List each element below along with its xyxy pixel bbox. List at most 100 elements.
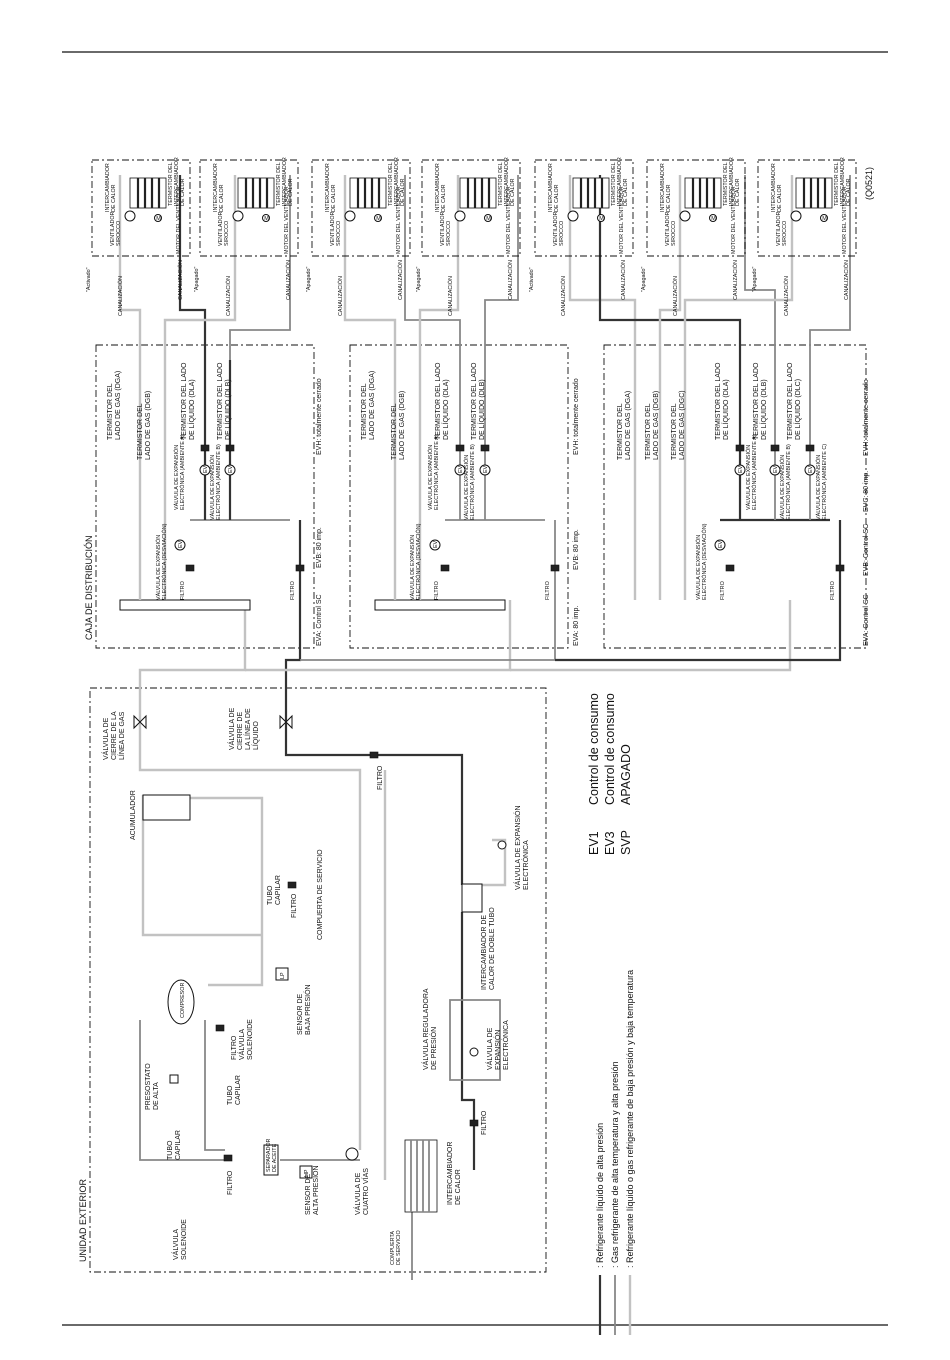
svg-text:LADO DE GAS (DGB): LADO DE GAS (DGB): [653, 391, 660, 460]
svg-text:SENSOR DE: SENSOR DE: [305, 1173, 312, 1215]
svg-text:EV: EV: [483, 465, 489, 473]
svg-text:SEPARADOR: SEPARADOR: [266, 1138, 272, 1172]
svg-text:ALTA PRESIÓN: ALTA PRESIÓN: [311, 1165, 320, 1215]
svg-text:DE LÍQUIDO (DLA): DE LÍQUIDO (DLA): [441, 379, 450, 440]
svg-text:TERMISTOR DEL: TERMISTOR DEL: [671, 403, 678, 460]
svg-text:VÁLVULA: VÁLVULA: [171, 1229, 180, 1260]
filter-oil-return: [223, 1154, 233, 1162]
svg-text:VÁLVULA DE EXPANSIÓN: VÁLVULA DE EXPANSIÓN: [155, 535, 162, 600]
svg-text:LADO DE GAS (DGB): LADO DE GAS (DGB): [399, 391, 406, 460]
svg-text:DE LÍQUIDO (DLB): DE LÍQUIDO (DLB): [223, 379, 232, 440]
exchanger-label: INTERCAMBIADOR: [325, 163, 331, 212]
coil-thermistor-label: INTERCAMBIADOR: [282, 157, 288, 206]
coil-thermistor-label: TERMISTOR DEL: [168, 162, 174, 206]
svg-text:LADO DE GAS (DGA): LADO DE GAS (DGA): [115, 371, 122, 440]
svg-text:LADO DE GAS (DGC): LADO DE GAS (DGC): [679, 390, 686, 460]
svg-text:LÍQUIDO: LÍQUIDO: [251, 721, 260, 750]
indoor-unit-boundary: [646, 159, 746, 257]
indoor-state: "Apagado": [306, 267, 312, 292]
box2-status-2: EVB: 80 imp.: [573, 529, 580, 570]
fan-motor-label: MOTOR DEL VENTILADOR: [284, 186, 290, 254]
svg-text:FILTRO: FILTRO: [180, 581, 186, 600]
piping-label: CANALIZACIÓN: [507, 260, 514, 300]
svg-text:VÁLVULA DE EXPANSIÓN: VÁLVULA DE EXPANSIÓN: [209, 455, 216, 520]
fan-label: VENTILADOR: [110, 211, 116, 246]
indoor-state: "Apagado": [194, 267, 200, 292]
motor-icon: [262, 214, 270, 222]
svg-text:VÁLVULA DE: VÁLVULA DE: [101, 717, 110, 760]
svg-text:VÁLVULA DE EXPANSIÓN: VÁLVULA DE EXPANSIÓN: [745, 445, 752, 510]
svg-text:FILTRO: FILTRO: [290, 581, 296, 600]
fan-motor-label: MOTOR DEL VENTILADOR: [176, 186, 182, 254]
svg-text:CUATRO VÍAS: CUATRO VÍAS: [361, 1168, 370, 1215]
svg-text:FILTRO: FILTRO: [434, 581, 440, 600]
compressor-label: COMPRESOR: [180, 983, 186, 1018]
coil-thermistor-label: DE CALOR: [623, 178, 629, 206]
svg-text:VÁLVULA DE EXPANSIÓN: VÁLVULA DE EXPANSIÓN: [409, 535, 416, 600]
svg-text:EXPANSIÓN: EXPANSIÓN: [493, 1030, 502, 1070]
exchanger-label: INTERCAMBIADOR: [548, 163, 554, 212]
outdoor-unit-boundary: [89, 687, 547, 1273]
svg-text:FILTRO: FILTRO: [377, 765, 384, 790]
svg-text:DE LÍQUIDO (DLA): DE LÍQUIDO (DLA): [721, 379, 730, 440]
svg-text:VÁLVULA DE: VÁLVULA DE: [485, 1027, 494, 1070]
motor-icon: [597, 214, 605, 222]
svg-text:TERMISTOR DEL LADO: TERMISTOR DEL LADO: [471, 362, 478, 440]
fan-label: SIROCCO: [116, 221, 122, 246]
fan-icon: [790, 210, 802, 222]
eev-outdoor-2: [497, 840, 507, 850]
piping-label: CANALIZACIÓN: [337, 276, 344, 316]
coil-thermistor-label: TERMISTOR DEL: [388, 162, 394, 206]
svg-text:TERMISTOR DEL LADO: TERMISTOR DEL LADO: [181, 362, 188, 440]
box1-status-3: EVH: totalmente cerrado: [316, 378, 323, 455]
exchanger-label: DE CALOR: [441, 184, 447, 212]
piping-label: CANALIZACIÓN: [620, 260, 627, 300]
indoor-unit-boundary: [757, 159, 857, 257]
motor-symbol: M: [156, 216, 161, 222]
indoor-state: "Activado": [529, 267, 535, 292]
svg-text:ELECTRÓNICA (DESVIACIÓN): ELECTRÓNICA (DESVIACIÓN): [415, 523, 422, 600]
svg-text:TERMISTOR DEL LADO: TERMISTOR DEL LADO: [787, 362, 794, 440]
fan-label: SIROCCO: [446, 221, 452, 246]
indoor-state: "Apagado": [416, 267, 422, 292]
fan-motor-label: MOTOR DEL VENTILADOR: [396, 186, 402, 254]
svg-text:COMPUERTA: COMPUERTA: [390, 1231, 396, 1265]
distribution-box: CAJA DE DISTRIBUCIÓN EV EV EV TERMISTOR …: [84, 344, 870, 700]
svg-text:ELECTRÓNICA (AMBIENTE A): ELECTRÓNICA (AMBIENTE A): [179, 434, 186, 510]
fan-label: SIROCCO: [559, 221, 565, 246]
svg-text:VÁLVULA DE EXPANSIÓN: VÁLVULA DE EXPANSIÓN: [779, 455, 786, 520]
svg-text:EV: EV: [808, 465, 814, 473]
heat-exchanger-coil: [404, 1139, 438, 1213]
eev-outdoor-1: [469, 1047, 479, 1057]
coil-thermistor-label: DE CALOR: [400, 178, 406, 206]
coil-thermistor-label: TERMISTOR DEL: [276, 162, 282, 206]
motor-symbol: M: [264, 216, 269, 222]
coil-thermistor-label: INTERCAMBIADOR: [729, 157, 735, 206]
coil-thermistor-label: TERMISTOR DEL: [723, 162, 729, 206]
legend-code-3: SVP: [619, 830, 633, 855]
svg-text:INTERCAMBIADOR DE: INTERCAMBIADOR DE: [481, 915, 488, 990]
indoor-piping: [118, 175, 851, 360]
box1-status-2: EVB: 80 imp.: [316, 527, 323, 568]
indoor-coil: [129, 177, 167, 209]
svg-text:VÁLVULA DE EXPANSIÓN: VÁLVULA DE EXPANSIÓN: [695, 535, 702, 600]
svg-text:ELECTRÓNICA: ELECTRÓNICA: [521, 840, 530, 890]
filter-liquid-line: [369, 751, 379, 759]
svg-text:TERMISTOR DEL LADO: TERMISTOR DEL LADO: [715, 362, 722, 440]
svg-text:VÁLVULA REGULADORA: VÁLVULA REGULADORA: [421, 988, 430, 1070]
svg-text:CAPILAR: CAPILAR: [175, 1130, 182, 1160]
svg-text:VÁLVULA DE EXPANSIÓN: VÁLVULA DE EXPANSIÓN: [513, 805, 522, 890]
fan-icon: [567, 210, 579, 222]
sensor-hp-tag: HP: [304, 1169, 310, 1177]
exchanger-label: INTERCAMBIADOR: [213, 163, 219, 212]
svg-text:DE ACEITE: DE ACEITE: [272, 1143, 278, 1172]
distribution-title: CAJA DE DISTRIBUCIÓN: [84, 535, 94, 640]
gas-shutoff-valve: [133, 714, 147, 730]
coil-thermistor-label: INTERCAMBIADOR: [394, 157, 400, 206]
coil-thermistor-label: TERMISTOR DEL: [611, 162, 617, 206]
piping-label: CANALIZACIÓN: [843, 260, 850, 300]
